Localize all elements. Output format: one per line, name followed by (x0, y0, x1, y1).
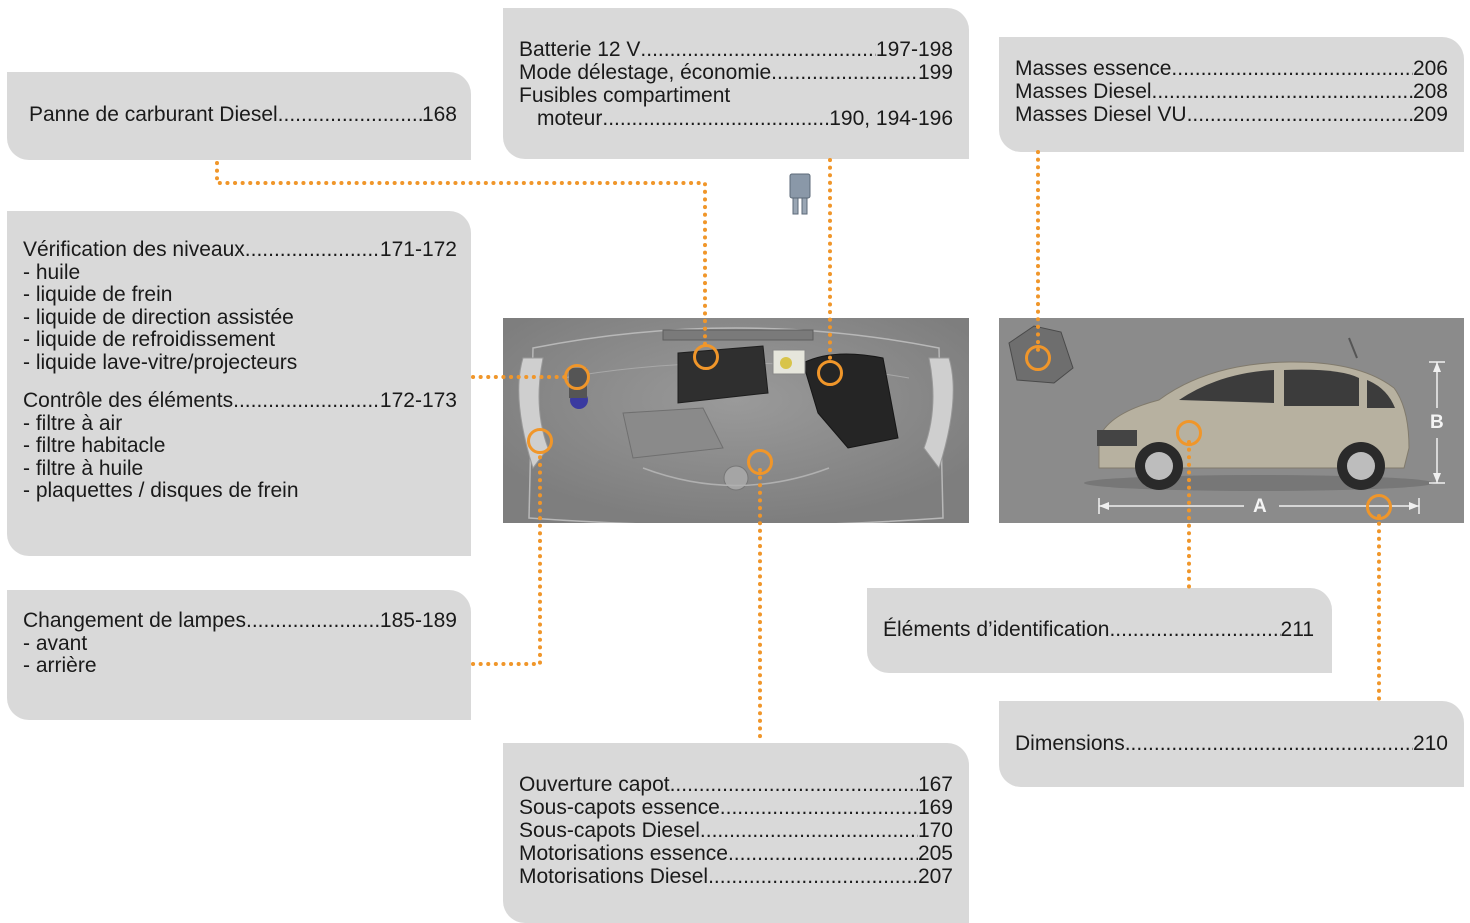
index-entry: Ouverture capot167 (519, 773, 953, 796)
list-item: - filtre à huile (23, 456, 144, 480)
list-item: - arrière (23, 654, 97, 677)
marker-ring (1366, 494, 1392, 520)
index-entry: Panne de carburant Diesel168 (29, 103, 457, 126)
marker-ring (564, 364, 590, 390)
car-side-drawing (999, 318, 1464, 523)
marker-ring (1025, 345, 1051, 371)
box-batterie: Batterie 12 V197-198 Mode délestage, éco… (503, 8, 969, 159)
marker-ring (527, 428, 553, 454)
marker-ring (1176, 420, 1202, 446)
list-item: - filtre à air (23, 411, 123, 435)
marker-ring (693, 344, 719, 370)
index-entry: Masses Diesel VU 209 (1015, 103, 1448, 126)
engine-bay-drawing (503, 318, 969, 523)
box-panne-carburant: Panne de carburant Diesel168 (7, 72, 471, 160)
index-entry: Motorisations Diesel 207 (519, 865, 953, 888)
index-entry: Changement de lampes 185-189 (23, 609, 457, 633)
list-item: - liquide de direction assistée (23, 305, 294, 329)
index-entry: Éléments d’identification211 (883, 618, 1314, 641)
dimension-length-label: A (1253, 496, 1267, 517)
list-item: - avant (23, 631, 88, 655)
list-item: - liquide lave-vitre/projecteurs (23, 350, 298, 374)
box-identification: Éléments d’identification211 (867, 588, 1332, 673)
index-entry: Sous-capots essence 169 (519, 796, 953, 819)
index-entry-label: Fusibles compartiment (519, 84, 731, 107)
list-item: - plaquettes / disques de frein (23, 479, 299, 502)
box-dimensions: Dimensions210 (999, 701, 1464, 787)
list-item: - huile (23, 260, 81, 284)
engine-bay-image (503, 318, 969, 523)
index-entry: Batterie 12 V197-198 (519, 38, 953, 61)
index-entry: Contrôle des éléments172-173 (23, 389, 457, 413)
index-entry: Motorisations essence205 (519, 842, 953, 865)
index-entry: Vérification des niveaux171-172 (23, 238, 457, 262)
index-entry: moteur190, 194-196 (519, 107, 953, 130)
list-item: - filtre habitacle (23, 434, 166, 457)
car-side-image: A B (999, 318, 1464, 523)
marker-ring (817, 360, 843, 386)
list-item: - liquide de frein (23, 283, 173, 306)
list-item: - liquide de refroidissement (23, 328, 276, 351)
index-entry: Mode délestage, économie 199 (519, 61, 953, 84)
index-entry: Sous-capots Diesel170 (519, 819, 953, 842)
box-ouverture-capot: Ouverture capot167 Sous-capots essence 1… (503, 743, 969, 923)
index-entry: Dimensions210 (1015, 732, 1448, 755)
index-entry: Masses essence206 (1015, 57, 1448, 80)
marker-ring (747, 449, 773, 475)
fuse-icon (789, 173, 811, 215)
index-entry: Masses Diesel 208 (1015, 80, 1448, 103)
box-verification: Vérification des niveaux171-172 - huile … (7, 211, 471, 556)
box-masses: Masses essence206 Masses Diesel 208 Mass… (999, 37, 1464, 152)
box-lampes: Changement de lampes 185-189 - avant - a… (7, 590, 471, 720)
dimension-height-label: B (1430, 412, 1444, 433)
